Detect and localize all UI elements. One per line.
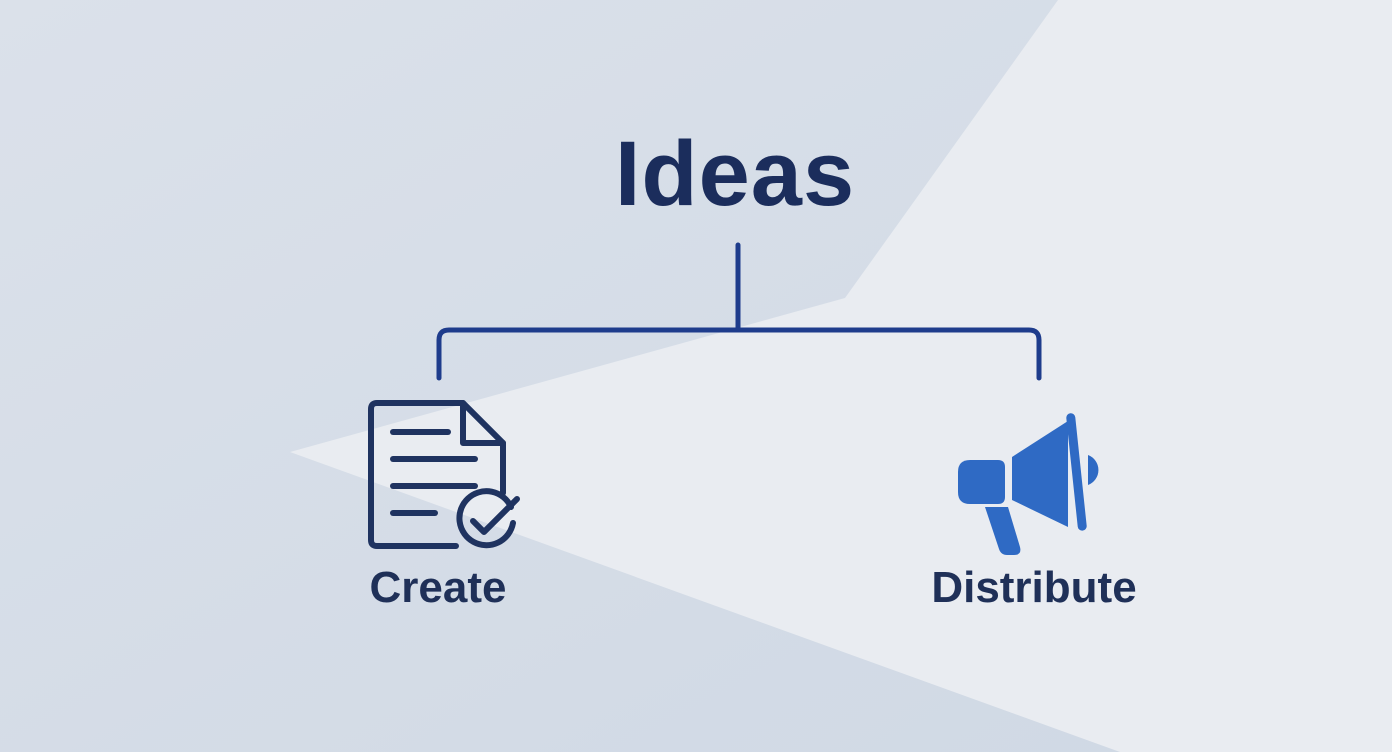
branch-label-create: Create: [369, 563, 507, 612]
diagram-title: Ideas: [614, 123, 856, 225]
branch-label-distribute: Distribute: [931, 563, 1137, 612]
megaphone-icon: [958, 413, 1099, 555]
document-check-icon: [368, 400, 520, 549]
